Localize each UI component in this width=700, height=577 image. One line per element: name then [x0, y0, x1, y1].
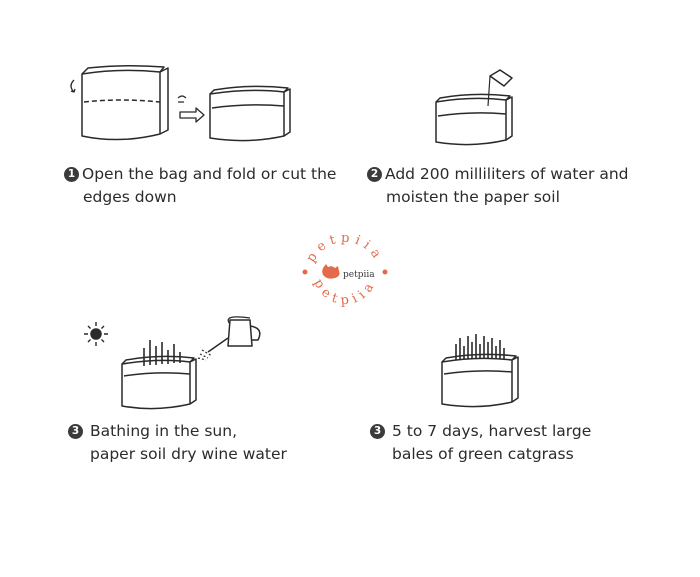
- logo-dot-left: [302, 269, 308, 275]
- sprout-bag-icon: [121, 359, 191, 410]
- bag-icon: [435, 97, 507, 146]
- folded-bag-icon: [209, 89, 285, 142]
- grass-bag-icon: [441, 357, 513, 408]
- arrow-right-icon: [179, 107, 205, 123]
- step-number-badge: 1: [64, 167, 79, 182]
- step3-illustration: [84, 316, 261, 410]
- step-4-text: 3 5 to 7 days, harvest large bales of gre…: [370, 420, 591, 466]
- step1-illustration: [70, 64, 291, 142]
- step-2-line1: Add 200 milliliters of water and: [385, 165, 629, 183]
- step-3-line2: paper soil dry wine water: [90, 445, 287, 463]
- step-2-line2: moisten the paper soil: [386, 188, 560, 206]
- water-carton-icon: [489, 69, 513, 87]
- sun-icon: [84, 322, 108, 346]
- step-number-badge: 3: [68, 424, 83, 439]
- logo-ring-bottom: petpiia: [310, 277, 379, 309]
- step2-illustration: [435, 69, 513, 146]
- step-1-line1: Open the bag and fold or cut the: [82, 165, 337, 183]
- watering-can-icon: [197, 316, 261, 361]
- cat-head-icon: [322, 264, 340, 279]
- step-number-badge: 3: [370, 424, 385, 439]
- petpiia-logo: petpiia petpiia petpiia: [302, 231, 388, 309]
- step-3-line1: Bathing in the sun,: [90, 422, 238, 440]
- step-1-line2: edges down: [83, 188, 177, 206]
- logo-ring-top: petpiia: [304, 231, 387, 266]
- step4-illustration: [441, 334, 519, 408]
- step-4-line1: 5 to 7 days, harvest large: [392, 422, 592, 440]
- step-4-line2: bales of green catgrass: [392, 445, 574, 463]
- step-3-text: 3 Bathing in the sun, paper soil dry wine…: [68, 420, 287, 466]
- catgrass-icon: [455, 334, 505, 360]
- logo-dot-right: [382, 269, 388, 275]
- open-bag-icon: [81, 69, 161, 141]
- step-number-badge: 2: [367, 167, 382, 182]
- logo-brand-text: petpiia: [343, 270, 375, 280]
